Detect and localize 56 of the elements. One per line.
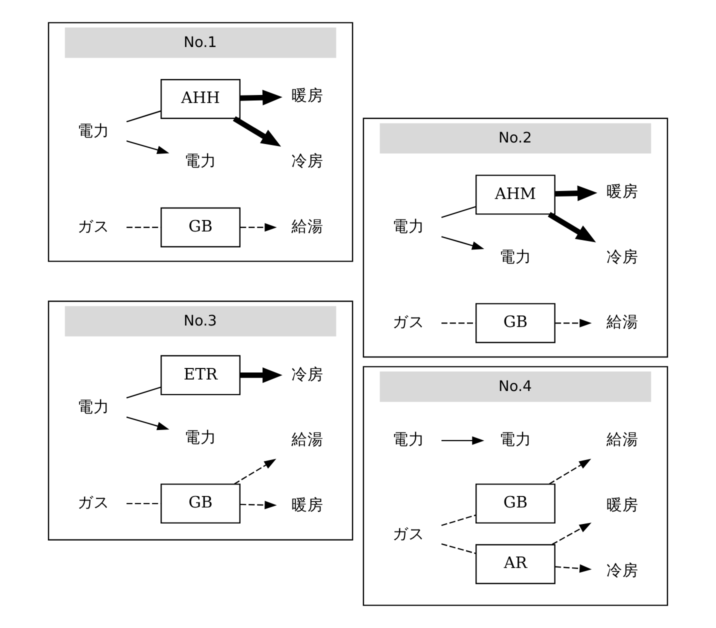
node-text: 暖房 — [606, 495, 639, 514]
arrow — [555, 564, 592, 573]
node-text: 暖房 — [606, 181, 639, 200]
node-box: GB — [476, 303, 556, 344]
node-text: 電力 — [184, 427, 217, 446]
arrow — [232, 116, 282, 147]
connector — [126, 110, 162, 122]
node-text: 冷房 — [606, 560, 639, 580]
node-text: 給湯 — [292, 430, 324, 449]
node-text: 暖房 — [292, 86, 324, 105]
node-text: 暖房 — [292, 495, 324, 514]
arrow — [234, 458, 276, 484]
connector — [441, 543, 476, 554]
node-box: GB — [476, 484, 556, 524]
arrow — [552, 522, 592, 545]
arrow — [240, 90, 282, 106]
arrow — [548, 212, 596, 242]
connector — [441, 514, 476, 526]
arrow — [441, 436, 484, 445]
node-text: ガス — [392, 524, 424, 544]
arrow — [240, 500, 277, 510]
node-text: 電力 — [77, 120, 110, 140]
node-text: 電力 — [392, 430, 424, 449]
node-text: ガス — [392, 312, 424, 332]
node-box: AHM — [476, 174, 556, 215]
node-text: 給湯 — [606, 430, 639, 449]
arrow — [548, 458, 592, 484]
node-text: 電力 — [184, 151, 217, 170]
node-box: AR — [476, 544, 556, 584]
connector — [126, 386, 162, 398]
arrow — [240, 223, 277, 232]
arrow — [555, 185, 598, 202]
node-text: ガス — [77, 216, 110, 236]
node-box: ETR — [160, 355, 240, 396]
node-text: 電力 — [77, 396, 110, 416]
connector — [441, 322, 476, 324]
node-text: 給湯 — [606, 312, 639, 332]
node-text: 冷房 — [292, 364, 324, 384]
node-text: ガス — [77, 492, 110, 512]
arrow — [441, 236, 484, 250]
node-text: 給湯 — [292, 216, 324, 236]
arrow — [126, 416, 170, 430]
node-text: 冷房 — [606, 246, 639, 266]
arrow — [126, 140, 170, 154]
node-text: 電力 — [392, 216, 424, 236]
node-text: 冷房 — [292, 151, 324, 170]
arrow — [555, 318, 592, 328]
node-box: GB — [160, 207, 240, 248]
connector — [126, 502, 161, 504]
node-box: AHH — [160, 79, 240, 119]
node-text: 電力 — [499, 246, 532, 266]
arrow — [240, 367, 282, 383]
connector — [126, 226, 161, 228]
node-text: 電力 — [499, 430, 532, 449]
connector — [441, 206, 476, 218]
node-box: GB — [160, 484, 240, 524]
